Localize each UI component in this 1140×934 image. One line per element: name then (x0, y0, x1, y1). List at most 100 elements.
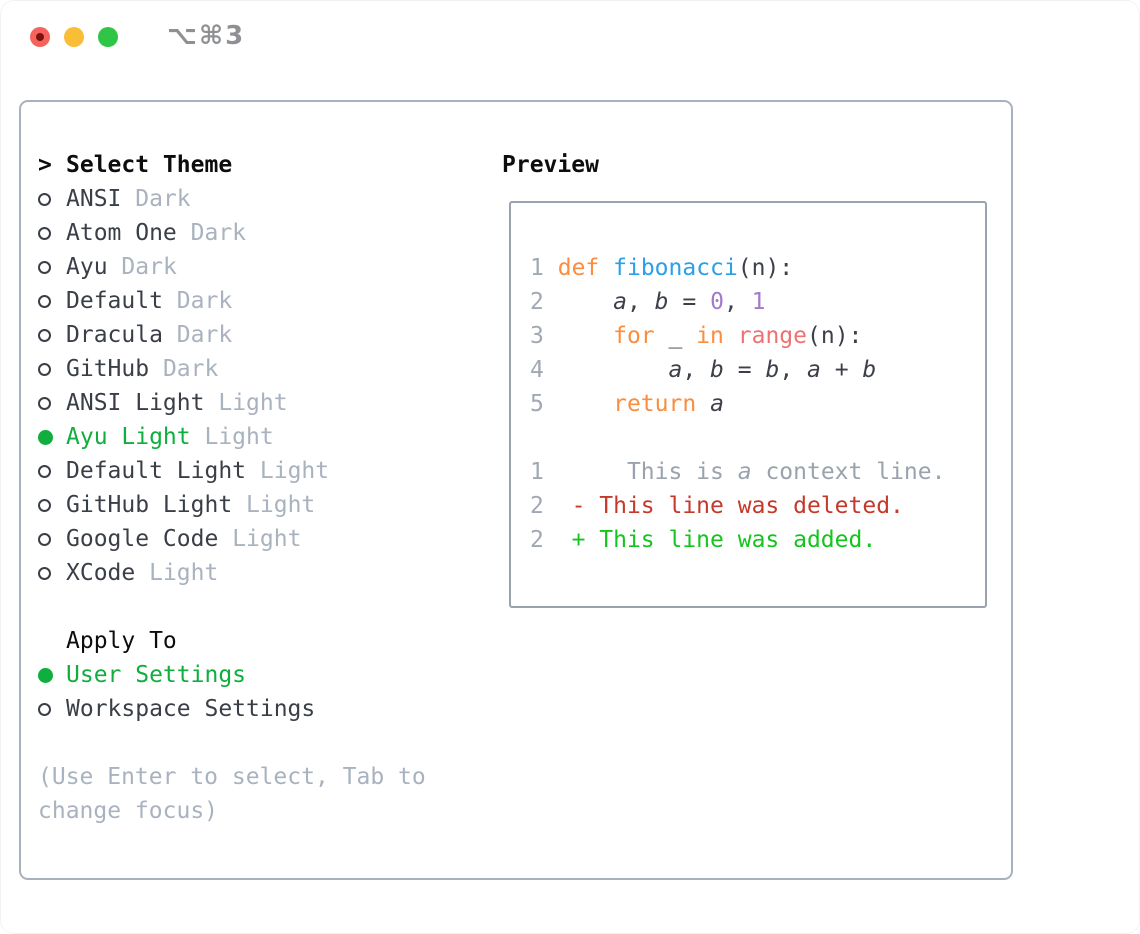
hint-line: (Use Enter to select, Tab to (38, 764, 426, 790)
radio-cell (38, 667, 66, 683)
radio-unselected-icon (38, 328, 51, 342)
theme-name: Atom One (66, 220, 177, 246)
code-line: 2 - This line was deleted. (530, 489, 985, 523)
code-token-ln: 2 (530, 289, 544, 315)
code-token-var: b (710, 357, 724, 383)
radio-unselected-icon (38, 192, 51, 206)
theme-item-ayu-light[interactable]: Ayu Light Light (38, 420, 488, 454)
theme-variant: Dark (176, 288, 233, 314)
theme-variant: Dark (176, 322, 233, 348)
spacer-row (38, 726, 488, 760)
radio-unselected-icon (38, 294, 51, 308)
code-token-ln: 2 (530, 527, 544, 553)
theme-item-label: Atom One Dark (66, 220, 246, 246)
code-token-ln: 3 (530, 323, 544, 349)
theme-variant: Light (232, 526, 302, 552)
code-token-call: range (737, 323, 808, 349)
theme-item-default-light[interactable]: Default Light Light (38, 454, 488, 488)
theme-name: ANSI Light (66, 390, 205, 416)
code-token-var: a (807, 357, 821, 383)
theme-item-dracula[interactable]: Dracula Dark (38, 318, 488, 352)
radio-unselected-icon (38, 702, 51, 716)
code-token-ln: 1 (530, 459, 544, 485)
code-token-pl: , (682, 357, 711, 383)
code-token-ln: 2 (530, 493, 544, 519)
radio-cell (38, 498, 66, 512)
theme-name: Google Code (66, 526, 219, 552)
code-token-pl (599, 255, 613, 281)
close-button[interactable] (30, 27, 50, 47)
code-token-kw: return (613, 391, 697, 417)
apply-option-workspace-settings[interactable]: Workspace Settings (38, 692, 488, 726)
code-token-var: b (654, 289, 669, 315)
theme-item-label: Ayu Light Light (66, 424, 274, 450)
radio-cell (38, 294, 66, 308)
code-token-num: 1 (751, 289, 766, 315)
theme-item-label: GitHub Light Light (66, 492, 315, 518)
radio-cell (38, 429, 66, 445)
code-token-kw: def (557, 255, 600, 281)
theme-name: Default Light (66, 458, 247, 484)
theme-item-label: Dracula Dark (66, 322, 232, 348)
radio-cell (38, 226, 66, 240)
apply-to-title: Apply To (66, 628, 177, 654)
theme-item-atom-one[interactable]: Atom One Dark (38, 216, 488, 250)
code-token-var: a (710, 391, 724, 417)
code-token-pl (724, 323, 738, 349)
theme-variant: Light (246, 492, 316, 518)
theme-item-label: ANSI Light Light (66, 390, 288, 416)
theme-item-github-light[interactable]: GitHub Light Light (38, 488, 488, 522)
theme-item-label: Ayu Dark (66, 254, 177, 280)
code-token-var: a (613, 289, 627, 315)
code-line: 2 a, b = 0, 1 (530, 285, 985, 319)
code-token-ln: 1 (530, 255, 544, 281)
code-token-pl: + (820, 357, 863, 383)
select-theme-header: > Select Theme (38, 148, 488, 182)
zoom-button[interactable] (98, 27, 118, 47)
theme-item-xcode[interactable]: XCode Light (38, 556, 488, 590)
code-line: 1 This is a context line. (530, 455, 985, 489)
apply-option-label: Workspace Settings (66, 696, 316, 722)
radio-unselected-icon (38, 362, 51, 376)
minimize-button[interactable] (64, 27, 84, 47)
code-token-pl (544, 323, 613, 349)
hint-text: (Use Enter to select, Tab to change focus… (38, 760, 488, 828)
theme-item-label: Default Light Light (66, 458, 329, 484)
close-dot-icon (36, 33, 44, 41)
radio-cell (38, 396, 66, 410)
hint-line: change focus) (38, 798, 219, 824)
code-token-pl (544, 493, 572, 519)
theme-item-google-code[interactable]: Google Code Light (38, 522, 488, 556)
code-token-pl: _ (654, 323, 697, 349)
code-token-pl: , (626, 289, 655, 315)
code-token-pl: (n): (737, 255, 794, 281)
radio-unselected-icon (38, 532, 51, 546)
theme-item-default[interactable]: Default Dark (38, 284, 488, 318)
code-token-ctxvar: a (737, 459, 752, 485)
theme-item-ansi-light[interactable]: ANSI Light Light (38, 386, 488, 420)
theme-item-ayu[interactable]: Ayu Dark (38, 250, 488, 284)
radio-cell (38, 464, 66, 478)
code-token-var: b (862, 357, 877, 383)
apply-option-user-settings[interactable]: User Settings (38, 658, 488, 692)
theme-variant: Dark (121, 254, 177, 280)
theme-name: Ayu (66, 254, 108, 280)
theme-item-ansi[interactable]: ANSI Dark (38, 182, 488, 216)
theme-name: Default (66, 288, 163, 314)
theme-item-github[interactable]: GitHub Dark (38, 352, 488, 386)
code-token-del: - This line was deleted. (571, 493, 904, 519)
theme-variant: Light (204, 424, 274, 450)
code-line: 2 + This line was added. (530, 523, 985, 557)
radio-unselected-icon (38, 566, 51, 580)
code-token-add: + This line was added. (571, 527, 877, 553)
theme-name: ANSI (66, 186, 122, 212)
apply-option-label: User Settings (66, 662, 247, 688)
theme-name: GitHub (66, 356, 150, 382)
theme-variant: Light (259, 458, 330, 484)
radio-cell (38, 532, 66, 546)
code-token-var: b (765, 357, 780, 383)
